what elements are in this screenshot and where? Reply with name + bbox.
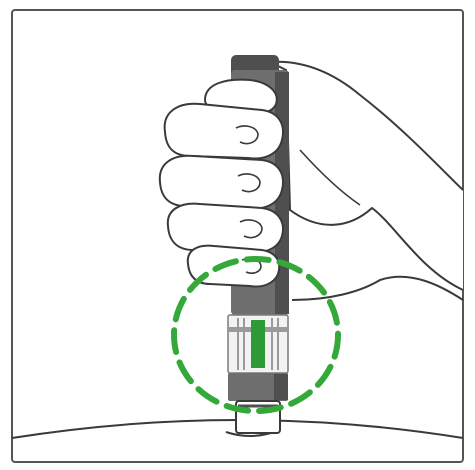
finger-index (165, 104, 283, 159)
inspection-window-icon (228, 315, 288, 373)
plunger-indicator (251, 320, 265, 368)
finger-ring (168, 204, 283, 253)
finger-middle (160, 156, 283, 209)
pen-collar-shade (274, 374, 288, 400)
